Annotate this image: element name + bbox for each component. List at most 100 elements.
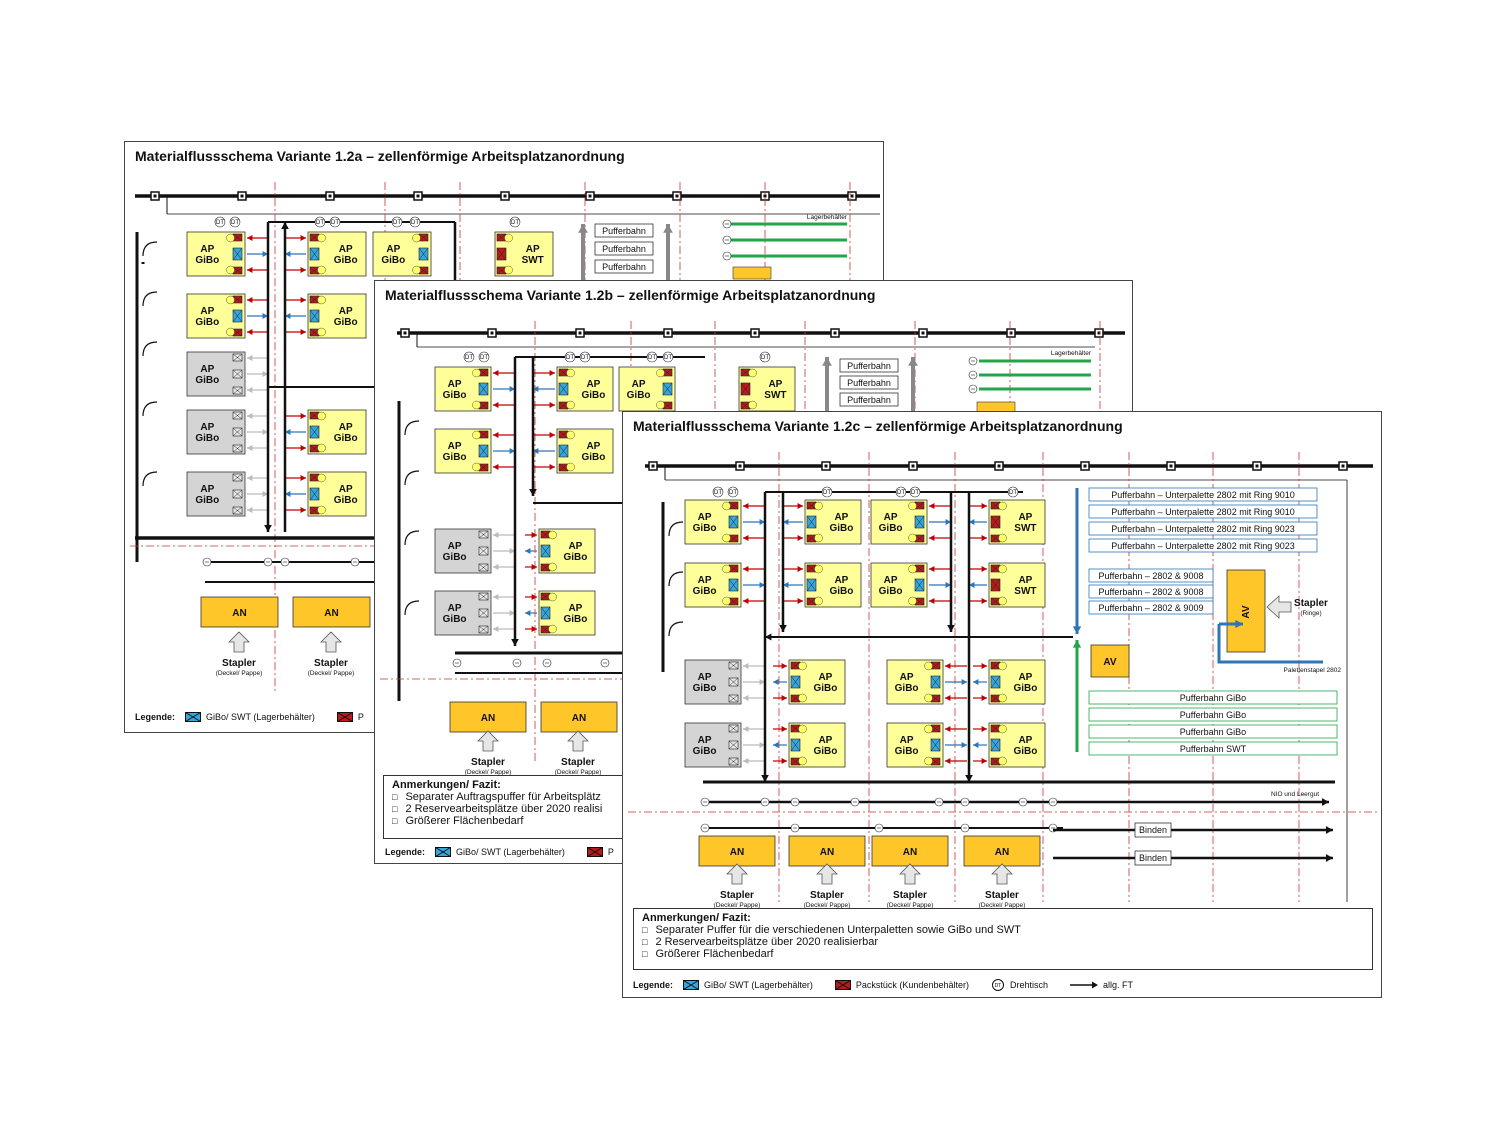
drehtisch-icon <box>662 351 674 363</box>
box-cross <box>418 247 429 261</box>
box-cross <box>662 382 673 396</box>
drehtisch-icon <box>329 216 341 228</box>
workstation-ap-label: AP <box>568 541 582 552</box>
arrow-head-icon <box>961 742 967 748</box>
workstation-type-label: GiBo <box>443 552 467 563</box>
drehtisch-icon <box>317 443 326 453</box>
workstation-ap-label: AP <box>200 244 214 255</box>
workstation-ap-label: AP <box>339 422 353 433</box>
forklift-arrow-icon <box>567 730 589 752</box>
drehtisch-icon <box>748 368 757 378</box>
red-box-icon <box>586 847 603 857</box>
box-cross <box>232 506 243 515</box>
conveyor-post-dot <box>738 464 742 468</box>
box-cross <box>990 661 1001 670</box>
drehtisch-icon <box>908 596 917 606</box>
arrow-head-icon <box>529 489 537 496</box>
workstation-type-label: GiBo <box>443 452 467 463</box>
box-cross <box>990 597 1001 606</box>
box-cross <box>540 530 551 539</box>
arrow-head-icon <box>759 582 765 588</box>
arrow-head-icon <box>300 413 306 419</box>
drehtisch-icon <box>548 624 557 634</box>
workstation-ap-label: AP <box>200 422 214 433</box>
notes-box: Anmerkungen/ Fazit: Separater Auftragspu… <box>383 775 633 839</box>
an-label: AN <box>232 608 246 619</box>
notes-heading: Anmerkungen/ Fazit: <box>392 779 501 791</box>
arrow-head-icon <box>578 224 588 233</box>
box-cross <box>309 328 320 337</box>
blue-box-icon <box>435 847 452 857</box>
arrow-head-icon <box>525 610 531 616</box>
legend-heading: Legende: <box>385 847 426 857</box>
conveyor-post-dot <box>1255 464 1259 468</box>
drehtisch-label: DT <box>511 220 519 226</box>
box-cross <box>806 501 817 510</box>
arrow-head-icon <box>743 663 749 669</box>
box-cross <box>990 738 1001 752</box>
an-station <box>788 835 866 867</box>
pufferbahn-box <box>1088 487 1318 502</box>
box-cross <box>728 564 739 573</box>
arrow-head-icon <box>493 626 499 632</box>
workstation-type-label: SWT <box>1014 523 1036 534</box>
workstation-type-label: GiBo <box>693 683 717 694</box>
drehtisch-label: DT <box>648 355 656 361</box>
arrow-head-icon <box>493 532 499 538</box>
pufferbahn-box <box>1088 538 1318 553</box>
workstation-ap-label: AP <box>884 512 898 523</box>
arrow-head-icon <box>493 370 499 376</box>
arrow-head-icon <box>981 726 987 732</box>
drehtisch-label: DT <box>581 355 589 361</box>
door-icon <box>142 341 158 357</box>
arrow-head-icon <box>1235 619 1243 629</box>
workstation-type-label: GiBo <box>895 683 919 694</box>
workstation-ap-label: AP <box>200 306 214 317</box>
sheet-title: Materialflussschema Variante 1.2b – zell… <box>385 287 876 303</box>
arrow-head-icon <box>247 445 253 451</box>
box-cross <box>790 738 801 752</box>
arrow-head-icon <box>493 564 499 570</box>
drehtisch-icon <box>472 368 481 378</box>
conveyor-post-dot <box>153 194 157 198</box>
conveyor-post-dot <box>833 331 837 335</box>
an-label: AN <box>572 713 586 724</box>
drehtisch-icon <box>748 400 757 410</box>
workstation-ap-label: AP <box>900 735 914 746</box>
drehtisch-icon <box>317 473 326 483</box>
box-cross <box>914 501 925 510</box>
drehtisch-label: DT <box>823 490 831 496</box>
arrow-head-icon <box>759 742 765 748</box>
drehtisch-icon <box>798 756 807 766</box>
box-cross <box>478 382 489 396</box>
arrow-head-icon <box>493 594 499 600</box>
workstation-ap-label: AP <box>1018 512 1032 523</box>
pufferbahn-label: Pufferbahn GiBo <box>1180 710 1246 720</box>
box-cross <box>309 247 320 261</box>
workstation-type-label: GiBo <box>195 433 219 444</box>
box-cross <box>558 444 569 458</box>
drehtisch-icon <box>821 486 833 498</box>
arrow-head-icon <box>531 564 537 570</box>
drehtisch-label: DT <box>761 355 769 361</box>
arrow-head-icon <box>797 598 803 604</box>
drehtisch-icon <box>412 265 421 275</box>
drehtisch-icon <box>317 327 326 337</box>
legend-packstueck-cut: P <box>586 847 614 857</box>
box-cross <box>790 675 801 689</box>
svg-text:DT: DT <box>995 983 1002 989</box>
sheet-title: Materialflussschema Variante 1.2a – zell… <box>135 148 625 164</box>
box-cross <box>728 661 739 670</box>
drehtisch-label: DT <box>411 220 419 226</box>
workstation-ap-label: AP <box>586 441 600 452</box>
drehtisch-label: DT <box>316 220 324 226</box>
arrow-head-icon <box>262 371 268 377</box>
box-cross <box>232 411 243 420</box>
door-icon <box>668 621 684 637</box>
door-icon <box>142 471 158 487</box>
arrow-head-icon <box>981 566 987 572</box>
box-cross <box>232 328 243 337</box>
box-cross <box>478 463 489 472</box>
stapler-sub-label: (Deckel/ Pappe) <box>555 769 602 776</box>
an-label: AN <box>324 608 338 619</box>
